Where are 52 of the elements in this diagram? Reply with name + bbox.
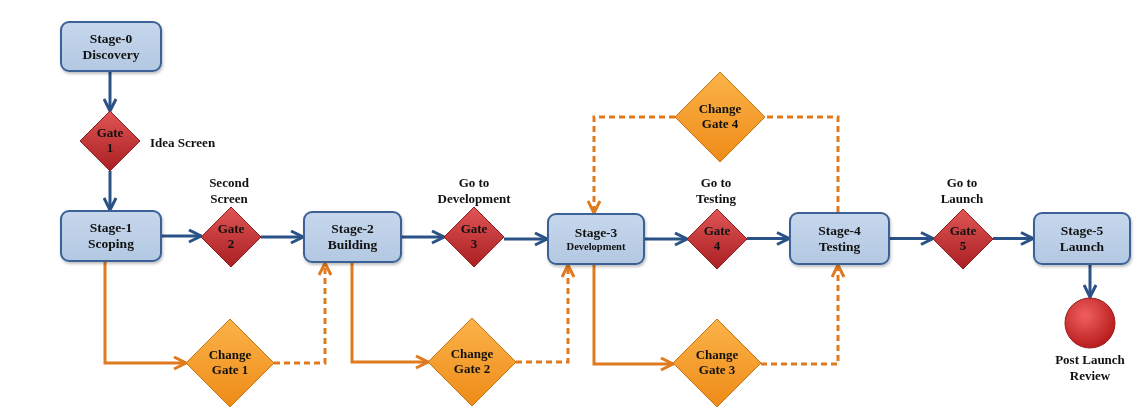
gate-label: Gate 5 <box>948 224 978 254</box>
arrow <box>761 263 846 366</box>
arrow <box>993 231 1035 246</box>
arrow <box>261 229 305 245</box>
stage-label: Stage-2 <box>331 221 374 237</box>
arrow <box>350 263 430 370</box>
arrow <box>102 171 118 212</box>
stage-label: Launch <box>1059 238 1105 254</box>
gate-label: Change Gate 3 <box>695 348 739 378</box>
stage-label: Development <box>566 240 626 253</box>
arrow <box>162 228 203 244</box>
arrow <box>645 231 689 247</box>
arrow <box>504 231 549 247</box>
connector-line <box>765 115 840 212</box>
arrow <box>592 265 675 372</box>
gate-caption: Go to Development <box>436 175 512 207</box>
arrow <box>402 229 446 245</box>
arrow <box>1082 265 1098 299</box>
gate-caption: Go to Launch <box>939 175 985 207</box>
gate-label: Change Gate 1 <box>208 348 252 378</box>
stage-label: Stage-3 <box>574 225 618 241</box>
stage-label: Building <box>327 237 378 253</box>
stage-label: Stage-5 <box>1060 223 1104 239</box>
arrow <box>274 261 333 365</box>
stage-box <box>60 21 162 72</box>
arrow <box>516 263 576 364</box>
gate-label: Gate 3 <box>459 222 489 252</box>
gate-label: Gate 4 <box>702 224 732 254</box>
gate-label: Change Gate 4 <box>698 102 742 132</box>
stage-box <box>60 210 162 262</box>
gate-caption: Idea Screen <box>150 135 217 151</box>
stage-label: Stage-0 <box>89 31 133 47</box>
stage-box <box>547 213 645 265</box>
stage-box <box>1033 212 1131 265</box>
stage-label: Testing <box>818 238 861 254</box>
stage-label: Scoping <box>88 236 134 252</box>
stage-label: Stage-1 <box>89 220 133 236</box>
stage-label: Discovery <box>82 46 140 62</box>
stage-label: Stage-4 <box>818 223 861 239</box>
stage-box <box>789 212 890 265</box>
gate-caption: Go to Testing <box>695 175 737 207</box>
arrow <box>102 72 118 113</box>
arrow <box>586 115 675 215</box>
stage-box <box>303 211 402 263</box>
arrow <box>890 231 935 246</box>
arrow <box>747 231 791 246</box>
gate-caption: Post Launch Review <box>1054 352 1126 384</box>
gate-label: Gate 2 <box>216 222 246 252</box>
gate-label: Change Gate 2 <box>450 347 494 377</box>
gate-caption: Second Screen <box>208 175 250 207</box>
arrow <box>103 262 188 371</box>
gate-label: Gate 1 <box>95 126 125 156</box>
